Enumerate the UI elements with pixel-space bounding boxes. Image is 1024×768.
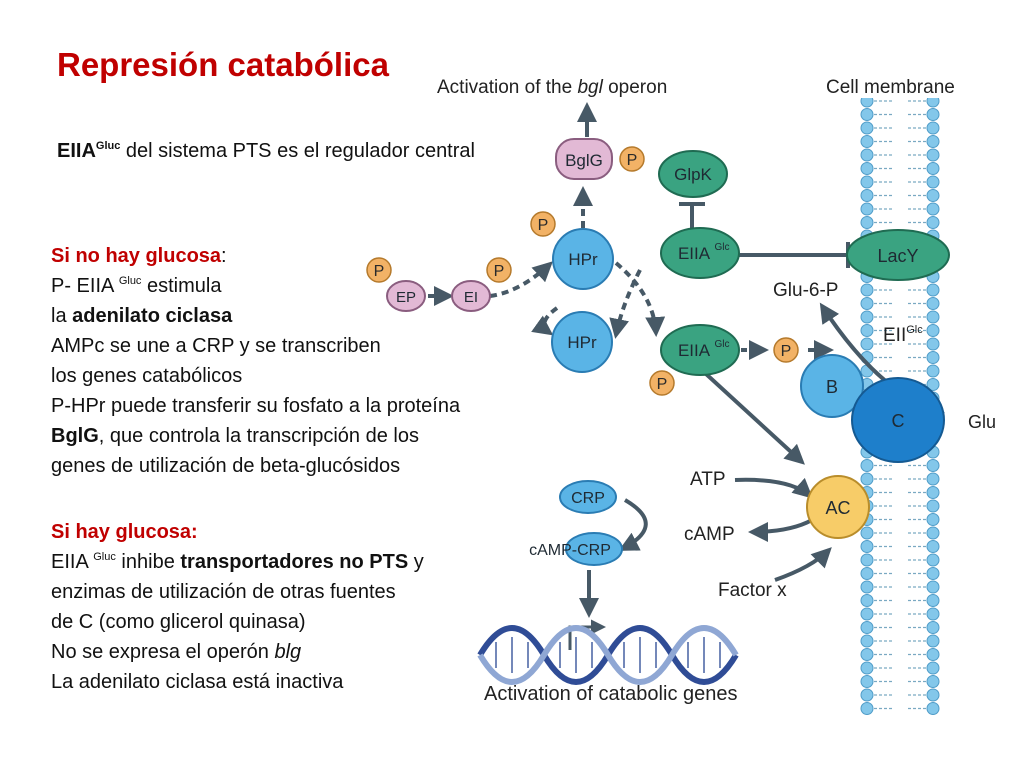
arrow-crp-binding [618,498,648,551]
svg-text:BglG: BglG [565,151,603,170]
no-glucose-line1-a: P- EIIA [51,275,119,297]
ep-phosphate: P [366,257,392,283]
svg-text:HPr: HPr [567,333,597,352]
hpr-top-node: HPr [552,228,614,290]
no-glucose-line4: los genes catabólicos [51,365,243,387]
glucose-line2: enzimas de utilización de otras fuentes [51,581,396,603]
glu-label: Glu [968,412,996,432]
arrow-hpr-to-eiia [614,261,666,337]
svg-text:GlpK: GlpK [674,165,712,184]
no-glucose-line2-a: la [51,305,73,327]
svg-text:P: P [781,343,792,360]
hpr-bottom-node: HPr [551,311,613,373]
glucose-line1-b: inhibe [115,551,181,573]
no-glucose-line6-b: , que controla la transcripción de los [98,425,419,447]
svg-text:EIIA: EIIA [678,341,711,360]
svg-text:LacY: LacY [877,246,918,266]
no-glucose-line1-b: estimula [141,275,222,297]
glu6p-label: Glu-6-P [773,280,838,301]
no-glucose-colon: : [221,245,227,267]
intro-text: EIIAGluc del sistema PTS es el regulador… [57,136,477,166]
eii-label: EIIGlc [883,324,923,346]
dna-strand-2 [477,624,739,686]
slide-title: Represión catabólica [57,46,389,83]
intro-eiia: EIIA [57,140,96,162]
glucose-line1-sup: Gluc [93,551,116,563]
eiia-top-node: EIIA Glc [660,227,740,279]
svg-text:P: P [627,152,638,169]
svg-text:P: P [374,263,385,280]
glucose-line4-b: blg [274,641,302,663]
no-glucose-line2-b: adenilato ciclasa [72,305,233,327]
svg-text:P: P [494,263,505,280]
glpk-node: GlpK [658,150,728,198]
svg-text:C: C [892,411,905,431]
glucose-line1-c: transportadores no PTS [180,551,409,573]
arrow-hpr-recycle [531,306,559,336]
activation-catabolic-label: Activation of catabolic genes [484,683,738,705]
arrow-factorx-to-ac [774,547,832,582]
svg-text:Glc: Glc [715,339,730,350]
bglg-phosphate: P [619,146,645,172]
atp-label: ATP [690,469,726,490]
transfer-phosphate: P [773,337,799,363]
no-glucose-line3: AMPc se une a CRP y se transcriben [51,335,381,357]
activation-bgl-label: Activation of the bgl operon [437,77,667,98]
ac-node: AC [806,475,870,539]
eiia-bottom-node: EIIA Glc [660,324,740,376]
no-glucose-line7: genes de utilización de beta-glucósidos [51,455,401,477]
svg-text:CRP: CRP [571,490,605,507]
svg-text:HPr: HPr [568,250,598,269]
no-glucose-line5: P-HPr puede transferir su fosfato a la p… [51,395,461,417]
arrow-atp-to-ac [734,477,813,499]
no-glucose-heading: Si no hay glucosa [51,245,222,267]
arrow-ei-to-hpr [489,261,553,298]
intro-rest: del sistema PTS es el regulador central [120,140,475,162]
arrow-ac-to-camp [748,518,813,542]
svg-text:B: B [826,377,838,397]
glucose-line3: de C (como glicerol quinasa) [51,611,306,633]
svg-text:EI: EI [464,289,478,306]
ei-phosphate: P [486,257,512,283]
no-glucose-line6-a: BglG [51,425,99,447]
glucose-line1-a: EIIA [51,551,94,573]
ei-node: EI [451,280,491,312]
dna-rungs [495,637,721,673]
c-node: C [851,377,945,463]
svg-text:Glc: Glc [715,242,730,253]
bglg-node: BglG [555,138,613,180]
b-node: B [800,354,864,418]
svg-text:cAMP-CRP: cAMP-CRP [529,542,611,559]
cell-membrane-label: Cell membrane [826,77,955,98]
glucose-section: Si hay glucosa: EIIA Gluc inhibe transpo… [51,517,551,697]
svg-text:P: P [538,217,549,234]
arrow-eiia-to-ac [703,371,805,465]
lacy-node: LacY [846,229,950,281]
svg-text:EIIA: EIIA [678,244,711,263]
hpr-top-phosphate: P [530,211,556,237]
eiia-phosphate: P [649,370,675,396]
crp-node: CRP [559,480,617,514]
intro-gluc-sup: Gluc [95,140,121,152]
svg-text:AC: AC [825,498,850,518]
svg-text:EP: EP [396,289,416,306]
glucose-line1-d: y [408,551,424,573]
glucose-heading: Si hay glucosa: [51,521,198,543]
arrow-eiia-to-hpr [609,269,642,339]
factor-x-label: Factor x [718,580,787,601]
camp-label: cAMP [684,524,735,545]
no-glucose-section: Si no hay glucosa: P- EIIA Gluc estimula… [51,241,551,481]
camp-crp-node: cAMP-CRP [529,532,623,566]
glucose-line5: La adenilato ciclasa está inactiva [51,671,344,693]
no-glucose-line1-sup: Gluc [118,275,142,287]
glucose-line4-a: No se expresa el operón [51,641,275,663]
svg-text:P: P [657,376,668,393]
ep-node: EP [386,280,426,312]
